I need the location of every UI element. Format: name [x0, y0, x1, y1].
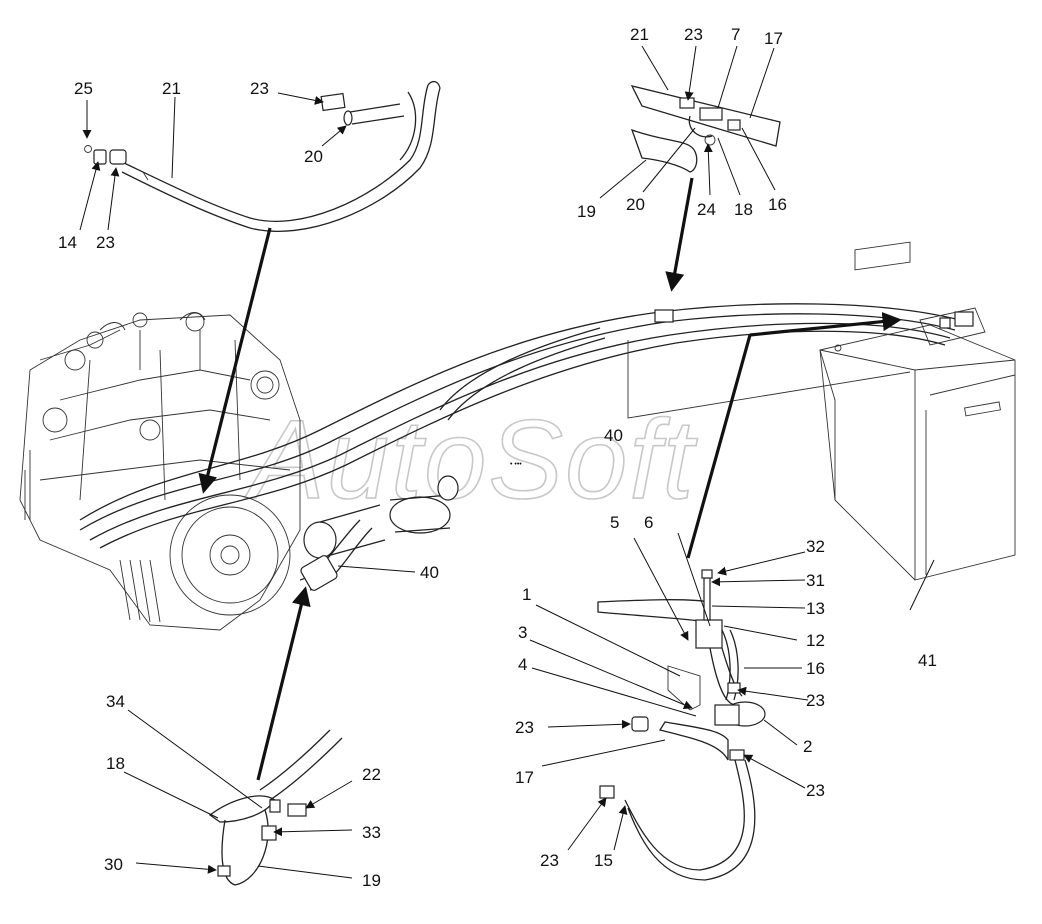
callout-21-top-left: 21 — [162, 79, 181, 98]
callout-2: 2 — [803, 737, 812, 756]
callout-23-bottom-right-a: 23 — [806, 691, 825, 710]
callout-40-center: 40 — [604, 426, 623, 445]
callout-23-bottom-right-c: 23 — [806, 781, 825, 800]
callout-19-top-right: 19 — [577, 202, 596, 221]
callout-1: 1 — [522, 585, 531, 604]
callout-23-top-right: 23 — [684, 25, 703, 44]
callout-15: 15 — [594, 851, 613, 870]
callout-3: 3 — [518, 623, 527, 642]
callout-20-top-left: 20 — [304, 147, 323, 166]
engine-assembly — [19, 312, 301, 631]
callout-23-bottom-right-d: 23 — [540, 851, 559, 870]
callout-21-top-right: 21 — [630, 25, 649, 44]
callout-31: 31 — [806, 571, 825, 590]
callout-17-bottom-right: 17 — [515, 768, 534, 787]
callout-23-bottom-right-b: 23 — [515, 718, 534, 737]
callout-25: 25 — [74, 79, 93, 98]
callout-19-bottom-left: 19 — [362, 871, 381, 890]
callout-7: 7 — [731, 25, 740, 44]
detail-bottom-left — [208, 729, 343, 886]
callout-41: 41 — [918, 651, 937, 670]
callout-5: 5 — [610, 513, 619, 532]
callout-13: 13 — [806, 599, 825, 618]
callout-18-top-right: 18 — [734, 200, 753, 219]
detail-bottom-right — [597, 569, 766, 881]
callout-22: 22 — [362, 765, 381, 784]
callout-20-top-right: 20 — [626, 195, 645, 214]
filter-assembly — [299, 475, 459, 591]
callout-18-bottom-left: 18 — [106, 754, 125, 773]
watermark-text: AutoSoft — [244, 397, 698, 522]
callout-32: 32 — [806, 537, 825, 556]
callout-40-left: 40 — [420, 563, 439, 582]
callout-6: 6 — [644, 513, 653, 532]
callout-17-top-right: 17 — [764, 29, 783, 48]
callout-23-top-left-b: 23 — [96, 233, 115, 252]
callout-labels: 25 21 23 20 14 23 21 23 7 17 19 20 24 18… — [58, 25, 937, 890]
callout-34: 34 — [106, 692, 125, 711]
tank-41 — [819, 241, 1016, 581]
callout-4: 4 — [518, 655, 527, 674]
callout-12: 12 — [806, 631, 825, 650]
callout-23-top-left-a: 23 — [250, 79, 269, 98]
detail-top-left-hose-21 — [84, 80, 441, 232]
callout-33: 33 — [362, 823, 381, 842]
callout-30: 30 — [104, 855, 123, 874]
callout-14: 14 — [58, 233, 77, 252]
detail-top-right-fittings — [630, 85, 781, 173]
leader-lines — [79, 45, 935, 879]
callout-24: 24 — [697, 200, 716, 219]
callout-16-top-right: 16 — [768, 195, 787, 214]
watermark-dots: • ••• — [510, 461, 522, 468]
assembly-arrows — [198, 177, 902, 781]
callout-16-bottom-right: 16 — [806, 659, 825, 678]
